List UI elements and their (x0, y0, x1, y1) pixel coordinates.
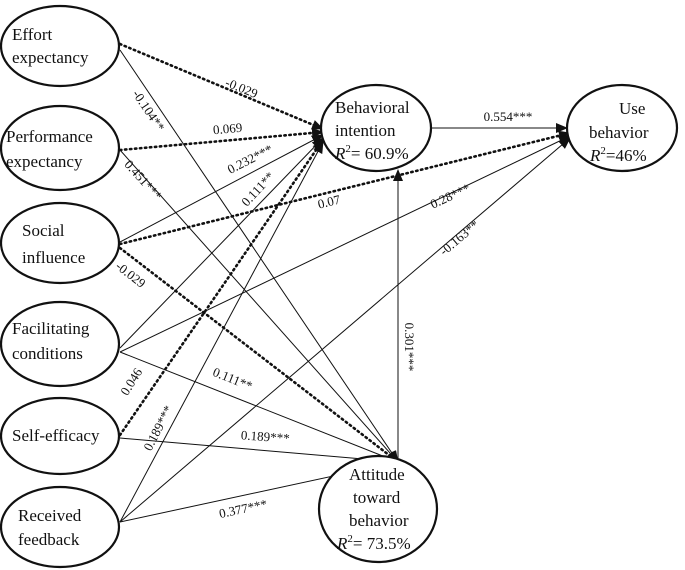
path-coef-performance-attitude: 0.451*** (121, 157, 165, 203)
node-label: Self-efficacy (12, 426, 100, 445)
node-label: Social (22, 221, 65, 240)
path-coef-effort-intention: -0.029 (223, 75, 260, 101)
path-coef-selfefficacy-attitude: 0.189*** (240, 427, 290, 445)
path-coef-effort-attitude: -0.104** (129, 87, 167, 134)
path-attitude-to-intention: 0.301*** (393, 169, 417, 458)
node-label: Received (18, 506, 82, 525)
path-coef-feedback-attitude: 0.377*** (218, 496, 269, 521)
node-facilitating-conditions: Facilitating conditions (0, 300, 121, 388)
node-social-influence: Social influence (0, 201, 121, 285)
node-label: Performance (6, 127, 93, 146)
node-label: Effort (12, 25, 53, 44)
node-self-efficacy: Self-efficacy (0, 396, 121, 476)
path-facilitating-to-intention: 0.111** (119, 137, 324, 349)
r-squared: R2= 60.9% (334, 143, 409, 163)
node-label: feedback (18, 530, 80, 549)
r-squared: R2=46% (589, 145, 647, 165)
path-social-to-use: 0.07 (118, 130, 572, 246)
node-label: Facilitating (12, 319, 90, 338)
node-label: influence (22, 248, 85, 267)
node-label: behavior (349, 511, 409, 530)
node-label: Behavioral (335, 98, 410, 117)
node-effort-expectancy: Effort expectancy (0, 4, 121, 88)
node-label: Attitude (349, 465, 405, 484)
node-label: Use (619, 99, 645, 118)
node-label: toward (353, 488, 401, 507)
path-intention-to-use: 0.554*** (430, 109, 568, 133)
r-squared: R2= 73.5% (336, 533, 411, 553)
path-coef-social-use: 0.07 (316, 191, 342, 211)
path-coef-facilitating-attitude: 0.111** (211, 364, 255, 393)
node-label: expectancy (6, 152, 83, 171)
node-label: conditions (12, 344, 83, 363)
path-coef-attitude-intention: 0.301*** (402, 323, 417, 372)
path-coef-performance-intention: 0.069 (212, 120, 242, 137)
node-performance-expectancy: Performance expectancy (0, 104, 121, 192)
path-coef-intention-use: 0.554*** (484, 109, 533, 124)
path-selfefficacy-to-attitude: 0.189*** (119, 427, 399, 467)
path-coef-selfefficacy-intention: 0.046 (117, 365, 145, 398)
path-performance-to-intention: 0.069 (118, 120, 325, 152)
node-attitude-toward-behavior: Attitude toward behavior R2= 73.5% (317, 454, 439, 564)
path-coef-facilitating-use: 0.28*** (428, 180, 473, 211)
path-coef-social-attitude: -0.029 (113, 258, 149, 291)
node-label: behavior (589, 123, 649, 142)
path-coef-feedback-use: -0.163** (436, 217, 481, 258)
node-use-behavior: Use behavior R2=46% (565, 83, 679, 173)
node-behavioral-intention: Behavioral intention R2= 60.9% (319, 83, 433, 173)
path-facilitating-to-use: 0.28*** (119, 135, 571, 353)
path-coef-facilitating-intention: 0.111** (238, 169, 277, 209)
node-label: expectancy (12, 48, 89, 67)
node-received-feedback: Received feedback (0, 485, 121, 569)
node-label: intention (335, 121, 396, 140)
